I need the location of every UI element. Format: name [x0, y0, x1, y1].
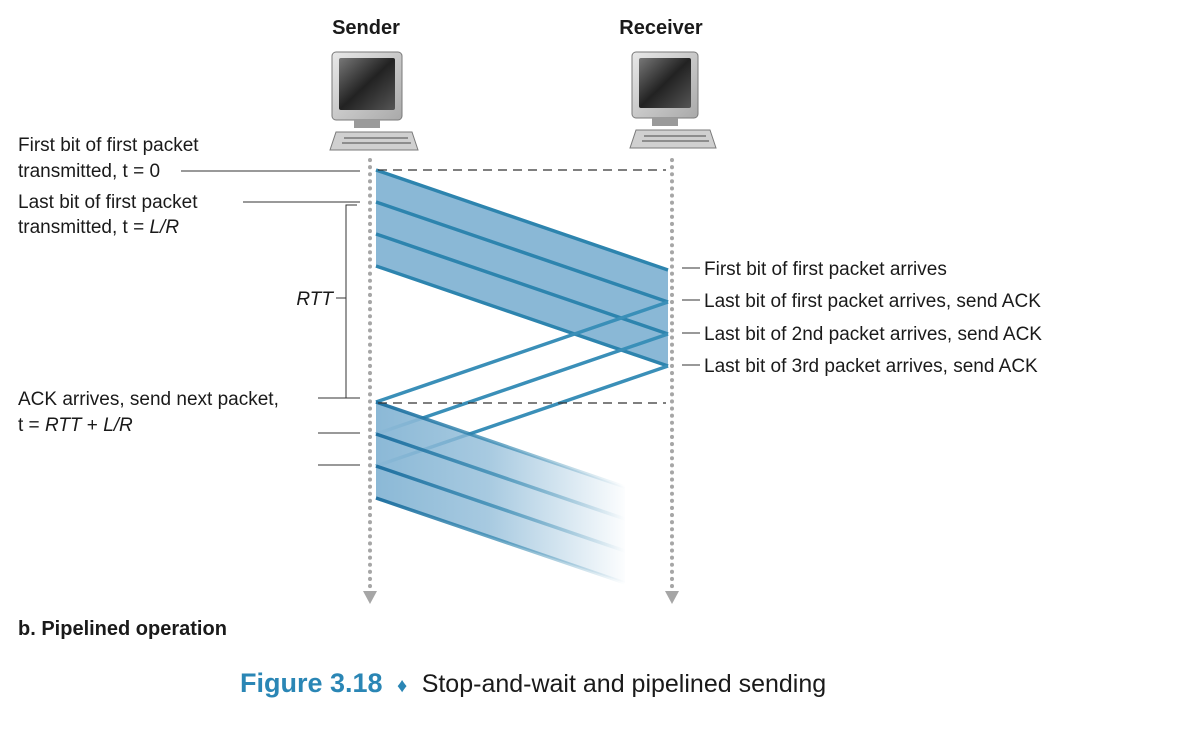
receiver-event-4: Last bit of 3rd packet arrives, send ACK [704, 356, 1038, 377]
last-bit-label-line2: transmitted, t = L/R [18, 217, 179, 238]
receiver-event-3: Last bit of 2nd packet arrives, send ACK [704, 324, 1042, 345]
sender-timeline-arrow-icon [363, 591, 377, 604]
receiver-label: Receiver [619, 17, 703, 39]
receiver-event-1: First bit of first packet arrives [704, 259, 947, 280]
caption-text: Stop-and-wait and pipelined sending [422, 670, 826, 698]
first-bit-label-line1: First bit of first packet [18, 135, 199, 156]
ack-1-line [375, 300, 669, 404]
receiver-computer-icon [629, 51, 717, 149]
next-packet-1-trailing-edge [375, 432, 626, 521]
sender-computer-icon [329, 51, 419, 151]
receiver-timeline-arrow-icon [665, 591, 679, 604]
subfigure-label: b. Pipelined operation [18, 618, 227, 640]
next-packet-2-trailing-edge [375, 464, 626, 553]
last-bit-label-line1: Last bit of first packet [18, 192, 198, 213]
ack-arrives-label-line2: t = RTT + L/R [18, 415, 133, 436]
packet-1-leading-edge [375, 168, 669, 272]
next-packet-3-trailing-edge [375, 496, 626, 585]
figure-caption: Figure 3.18 ♦ Stop-and-wait and pipeline… [240, 668, 826, 698]
first-bit-label-line2: transmitted, t = 0 [18, 161, 160, 182]
ack-arrives-label-line1: ACK arrives, send next packet, [18, 389, 279, 410]
next-packet-band [376, 402, 625, 583]
rtt-label: RTT [296, 289, 334, 310]
receiver-event-2: Last bit of first packet arrives, send A… [704, 291, 1041, 312]
packet-band [376, 170, 668, 366]
rtt-bracket [345, 204, 357, 399]
caption-separator-icon: ♦ [397, 675, 407, 697]
sender-label: Sender [332, 17, 400, 39]
next-packet-1-leading-edge [375, 400, 626, 489]
packet-1-trailing-edge [375, 200, 669, 304]
figure-number: Figure 3.18 [240, 668, 383, 698]
